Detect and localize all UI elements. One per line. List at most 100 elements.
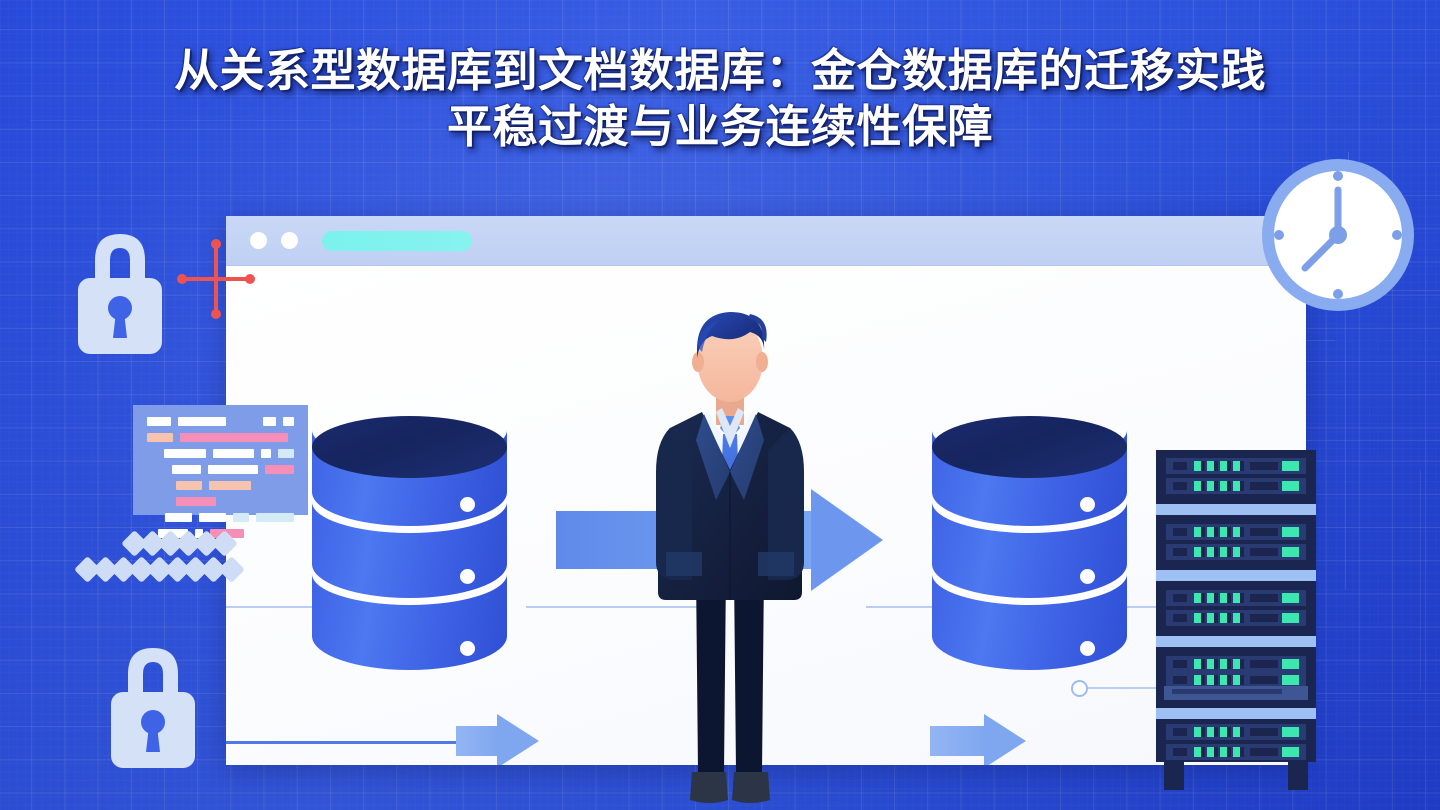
code-token xyxy=(198,513,226,522)
crosshair-icon xyxy=(176,238,256,320)
browser-content xyxy=(226,266,1306,765)
server-led xyxy=(1233,747,1240,757)
server-led xyxy=(1220,527,1227,537)
server-led xyxy=(1282,659,1299,669)
server-led xyxy=(1220,659,1227,669)
server-led xyxy=(1282,727,1299,737)
browser-titlebar xyxy=(226,216,1306,266)
server-led xyxy=(1282,613,1299,623)
code-token xyxy=(278,449,295,458)
code-token xyxy=(178,417,226,426)
server-led xyxy=(1207,547,1214,557)
server-led xyxy=(1220,481,1227,491)
server-led xyxy=(1282,527,1299,537)
lock-svg xyxy=(111,648,195,768)
server-led xyxy=(1220,675,1227,685)
diamond-row-icon-2 xyxy=(74,556,245,588)
code-token xyxy=(261,449,272,458)
slide-title: 从关系型数据库到文档数据库：金仓数据库的迁移实践 平稳过渡与业务连续性保障 xyxy=(0,45,1440,153)
code-line xyxy=(147,417,294,426)
bottom-arrow-left xyxy=(456,714,539,765)
diamond xyxy=(211,530,238,557)
code-line xyxy=(147,481,294,490)
lock-svg xyxy=(78,234,162,354)
clock-icon xyxy=(1253,150,1423,320)
code-token xyxy=(147,465,165,474)
code-line xyxy=(147,433,294,442)
server-led xyxy=(1207,527,1214,537)
code-token xyxy=(163,449,206,458)
code-token xyxy=(180,433,288,442)
server-led xyxy=(1282,461,1299,471)
server-led xyxy=(1194,613,1201,623)
lock-icon-bottom xyxy=(105,640,201,776)
source-database-icon xyxy=(312,416,507,676)
code-token xyxy=(232,513,250,522)
server-led xyxy=(1233,593,1240,603)
code-token xyxy=(147,481,169,490)
blueprint-line xyxy=(1300,700,1440,701)
code-token xyxy=(256,513,294,522)
server-rack-svg xyxy=(1156,450,1316,790)
server-led xyxy=(1220,727,1227,737)
blueprint-line xyxy=(1420,470,1421,690)
title-line-2: 平稳过渡与业务连续性保障 xyxy=(446,101,993,153)
code-token xyxy=(147,449,157,458)
server-led xyxy=(1220,613,1227,623)
server-led xyxy=(1233,461,1240,471)
server-led xyxy=(1207,593,1214,603)
code-token xyxy=(147,417,171,426)
server-led xyxy=(1220,747,1227,757)
server-led xyxy=(1194,527,1201,537)
code-token xyxy=(147,513,158,522)
server-led xyxy=(1282,675,1299,685)
code-token xyxy=(209,481,251,490)
businessman-svg xyxy=(656,312,804,803)
server-led xyxy=(1207,675,1214,685)
window-dot-1[interactable] xyxy=(250,232,267,249)
server-led xyxy=(1233,613,1240,623)
server-led xyxy=(1220,461,1227,471)
left-lead-line xyxy=(226,741,474,744)
code-snippet-panel xyxy=(133,405,308,538)
server-rack-icon xyxy=(1150,450,1335,800)
server-led xyxy=(1282,481,1299,491)
blueprint-line xyxy=(1220,440,1440,441)
code-token xyxy=(208,465,258,474)
code-token xyxy=(176,481,202,490)
code-token xyxy=(176,497,216,506)
server-led xyxy=(1194,659,1201,669)
clock-svg xyxy=(1262,159,1414,311)
server-led xyxy=(1207,659,1214,669)
server-led xyxy=(1194,461,1201,471)
code-token xyxy=(264,465,294,474)
businessman-figure xyxy=(630,300,830,810)
lock-icon-top xyxy=(72,226,168,362)
server-led xyxy=(1282,547,1299,557)
code-token xyxy=(164,513,192,522)
code-token xyxy=(147,433,173,442)
server-led xyxy=(1194,675,1201,685)
server-led xyxy=(1233,527,1240,537)
code-line xyxy=(147,465,294,474)
code-line xyxy=(147,513,294,522)
crosshair-svg xyxy=(177,239,255,319)
server-led xyxy=(1207,613,1214,623)
code-line xyxy=(147,449,295,458)
browser-window[interactable] xyxy=(226,216,1306,765)
bottom-arrow-right xyxy=(930,714,1026,765)
server-led xyxy=(1233,675,1240,685)
server-led xyxy=(1194,481,1201,491)
server-led xyxy=(1194,593,1201,603)
server-led xyxy=(1207,727,1214,737)
code-token xyxy=(282,417,294,426)
rack-connector-dot xyxy=(1071,680,1088,697)
server-led xyxy=(1233,547,1240,557)
server-led xyxy=(1233,659,1240,669)
server-led xyxy=(1220,547,1227,557)
window-dot-2[interactable] xyxy=(281,232,298,249)
server-led xyxy=(1282,593,1299,603)
title-line-1: 从关系型数据库到文档数据库：金仓数据库的迁移实践 xyxy=(173,45,1266,96)
url-bar[interactable] xyxy=(322,230,472,251)
